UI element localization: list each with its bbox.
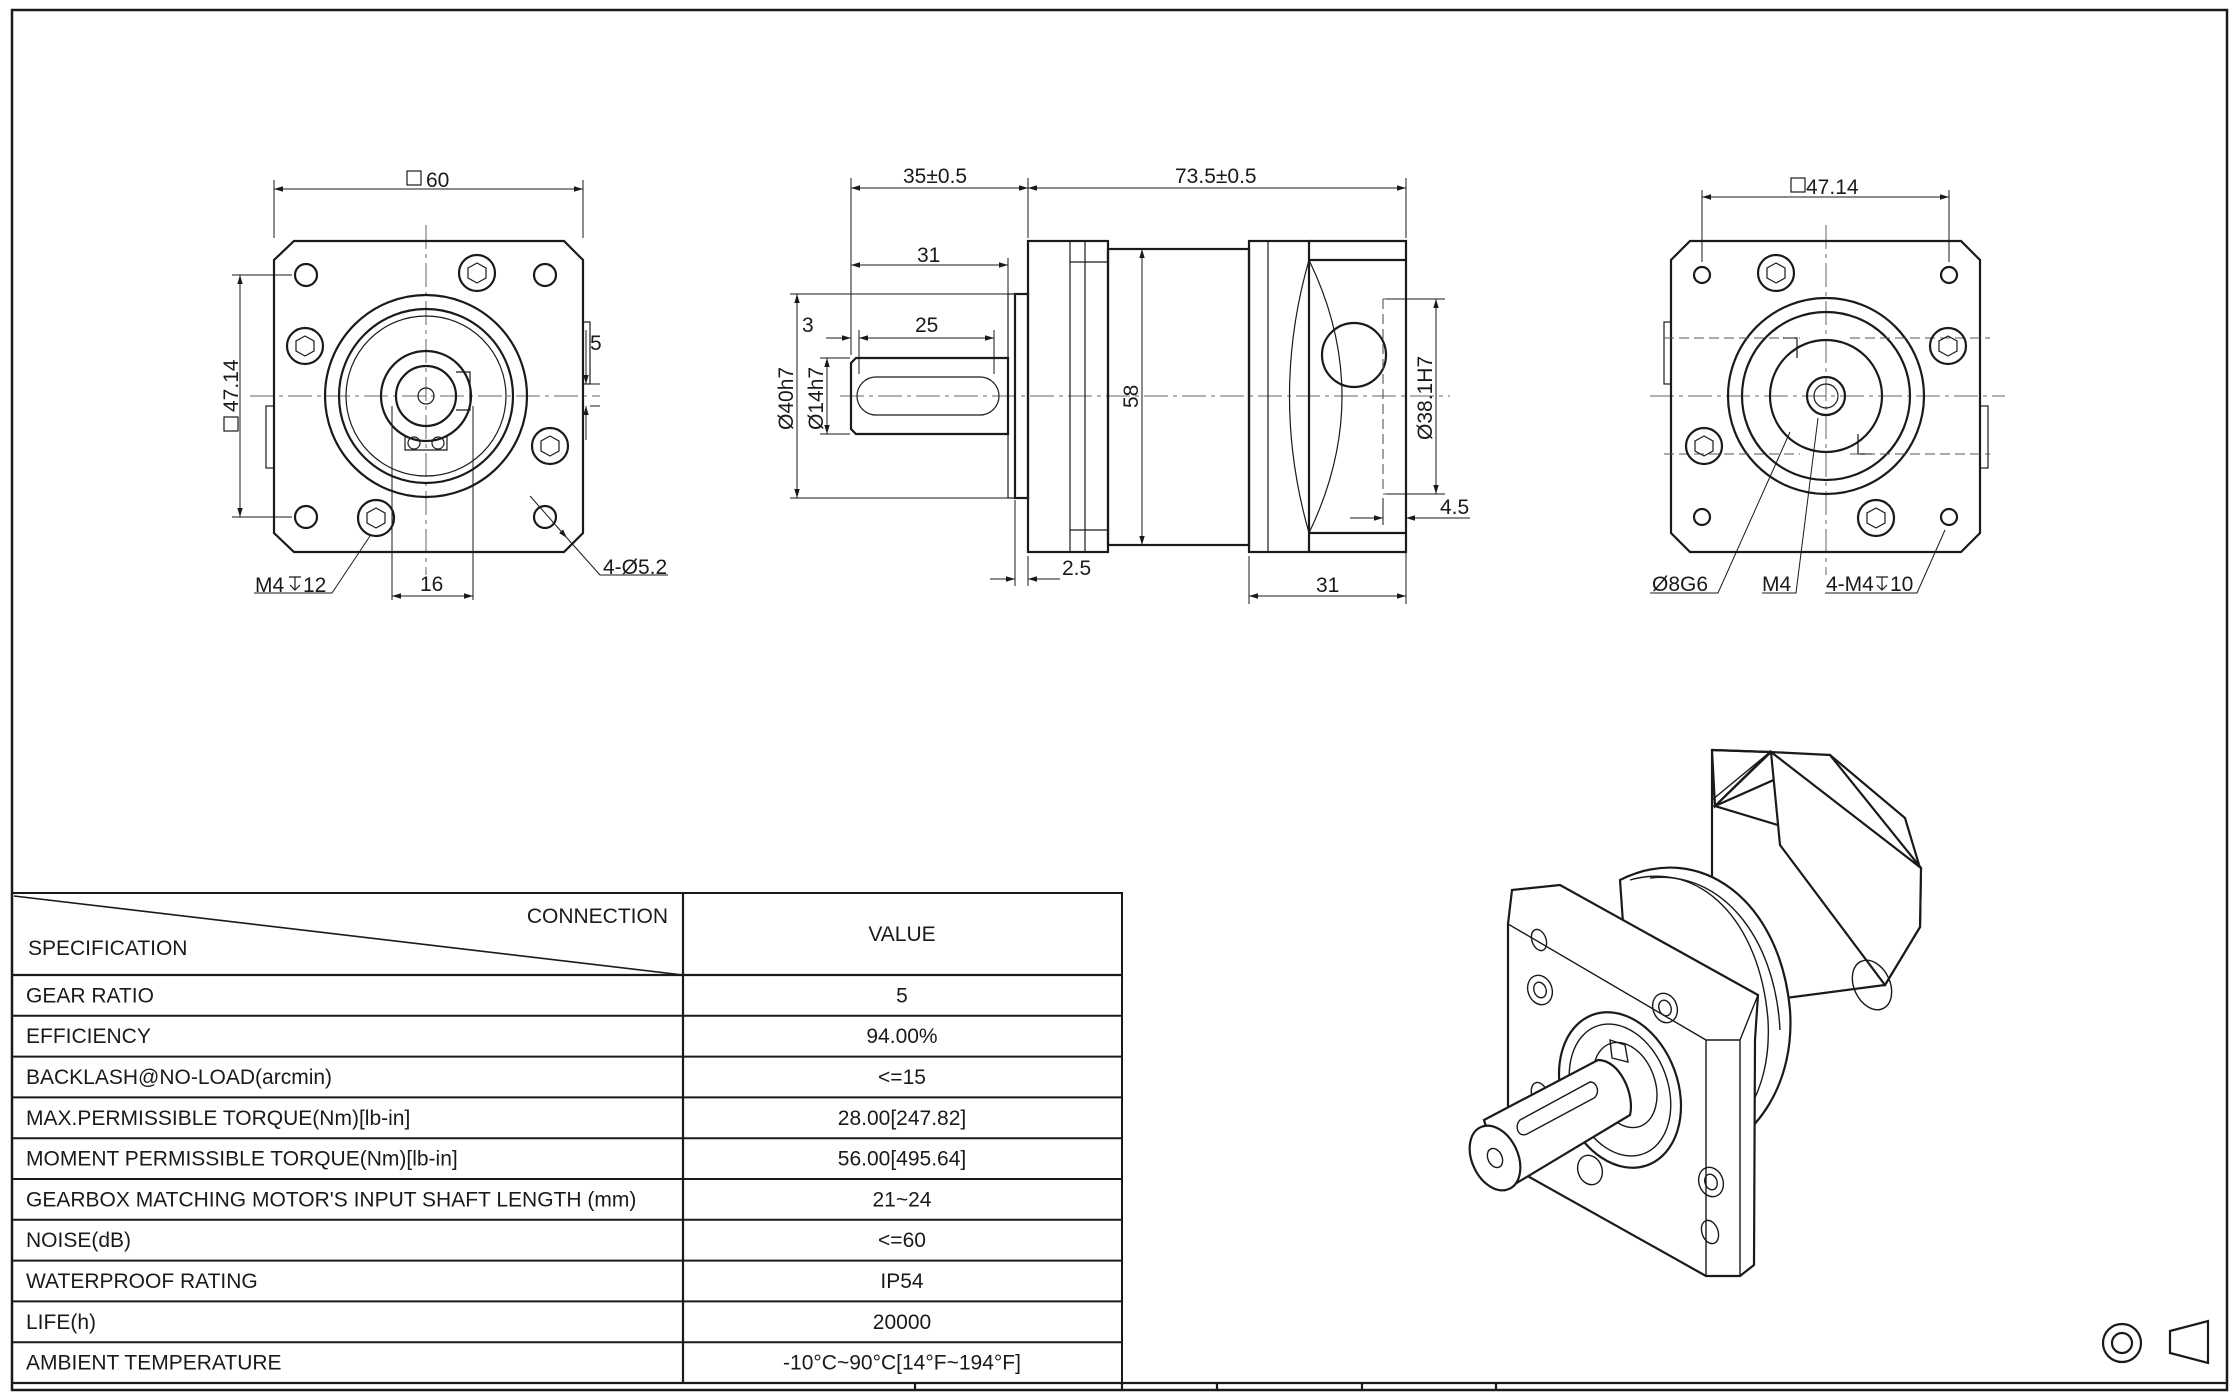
side-key-length-dim: 25	[915, 314, 938, 337]
spec-row-value: 20000	[873, 1311, 931, 1334]
spec-table: CONNECTION SPECIFICATION VALUE GEAR RATI…	[11, 892, 1123, 1384]
rear-motor-hole-depth: 10	[1890, 573, 1913, 596]
side-body-height-dim: 58	[1120, 385, 1143, 408]
rear-motor-holes-label: 4-M4	[1826, 573, 1874, 596]
spec-header-value: VALUE	[868, 923, 935, 946]
spec-row-label: NOISE(dB)	[26, 1229, 131, 1252]
spec-row-value: <=15	[878, 1066, 926, 1089]
front-thread-depth: 12	[303, 574, 326, 597]
spec-row-label: LIFE(h)	[26, 1311, 96, 1334]
spec-row-label: AMBIENT TEMPERATURE	[26, 1352, 282, 1375]
spec-row-label: BACKLASH@NO-LOAD(arcmin)	[26, 1066, 332, 1089]
rear-bolt-square-dim: 47.14	[1806, 176, 1859, 199]
front-pitch-dim: 16	[420, 573, 443, 596]
isometric-view	[1468, 748, 1923, 1278]
spec-row-label: GEAR RATIO	[26, 984, 154, 1007]
spec-row-value: -10°C~90°C[14°F~194°F]	[783, 1352, 1021, 1375]
side-input-length-dim: 31	[1316, 574, 1339, 597]
spec-row-label: EFFICIENCY	[26, 1025, 151, 1048]
rear-bore-label: Ø8G6	[1652, 573, 1708, 596]
side-view: 35±0.5 73.5±0.5 31 25 3 Ø40h7 Ø14h7 58	[775, 165, 1470, 604]
spec-row-value: 28.00[247.82]	[838, 1107, 966, 1130]
spec-row-label: MAX.PERMISSIBLE TORQUE(Nm)[lb-in]	[26, 1107, 410, 1130]
sheet-border	[10, 8, 2229, 1392]
side-key-end-dim: 31	[917, 244, 940, 267]
spec-row-value: 56.00[495.64]	[838, 1148, 966, 1171]
side-key-offset-dim: 3	[802, 314, 814, 337]
spec-row-value: 94.00%	[866, 1025, 937, 1048]
rear-view: 47.14 Ø8G6 M4 4-M4 10	[1650, 176, 2005, 596]
front-view: 60 47.14 5 16 M4 12 4-Ø5.2	[220, 169, 668, 600]
first-angle-projection-icon	[2101, 1319, 2210, 1365]
spec-row-value: <=60	[878, 1229, 926, 1252]
side-pilot-height-dim: 2.5	[1062, 557, 1091, 580]
side-shaft-dia-dim: Ø14h7	[805, 367, 828, 430]
spec-row-label: GEARBOX MATCHING MOTOR'S INPUT SHAFT LEN…	[26, 1188, 636, 1211]
spec-header-specification: SPECIFICATION	[28, 937, 187, 960]
front-bolt-square-dim: 47.14	[220, 359, 243, 412]
front-square-dim: 60	[426, 169, 449, 192]
spec-header-connection: CONNECTION	[527, 905, 668, 928]
front-mount-hole-label: 4-Ø5.2	[603, 556, 667, 579]
spec-row-label: MOMENT PERMISSIBLE TORQUE(Nm)[lb-in]	[26, 1148, 458, 1171]
side-body-length-dim: 73.5±0.5	[1175, 165, 1257, 188]
spec-row-label: WATERPROOF RATING	[26, 1270, 258, 1293]
side-input-bore-dim: Ø38.1H7	[1414, 356, 1437, 440]
spec-row-value: 21~24	[873, 1188, 932, 1211]
front-thread-label: M4	[255, 574, 284, 597]
rear-clamp-screw-label: M4	[1762, 573, 1791, 596]
spec-row-value: IP54	[880, 1270, 924, 1293]
side-input-depth-dim: 4.5	[1440, 496, 1469, 519]
side-pilot-dia-dim: Ø40h7	[775, 367, 798, 430]
spec-row-value: 5	[896, 984, 908, 1007]
side-shaft-length-dim: 35±0.5	[903, 165, 967, 188]
front-key-dim: 5	[590, 332, 602, 355]
